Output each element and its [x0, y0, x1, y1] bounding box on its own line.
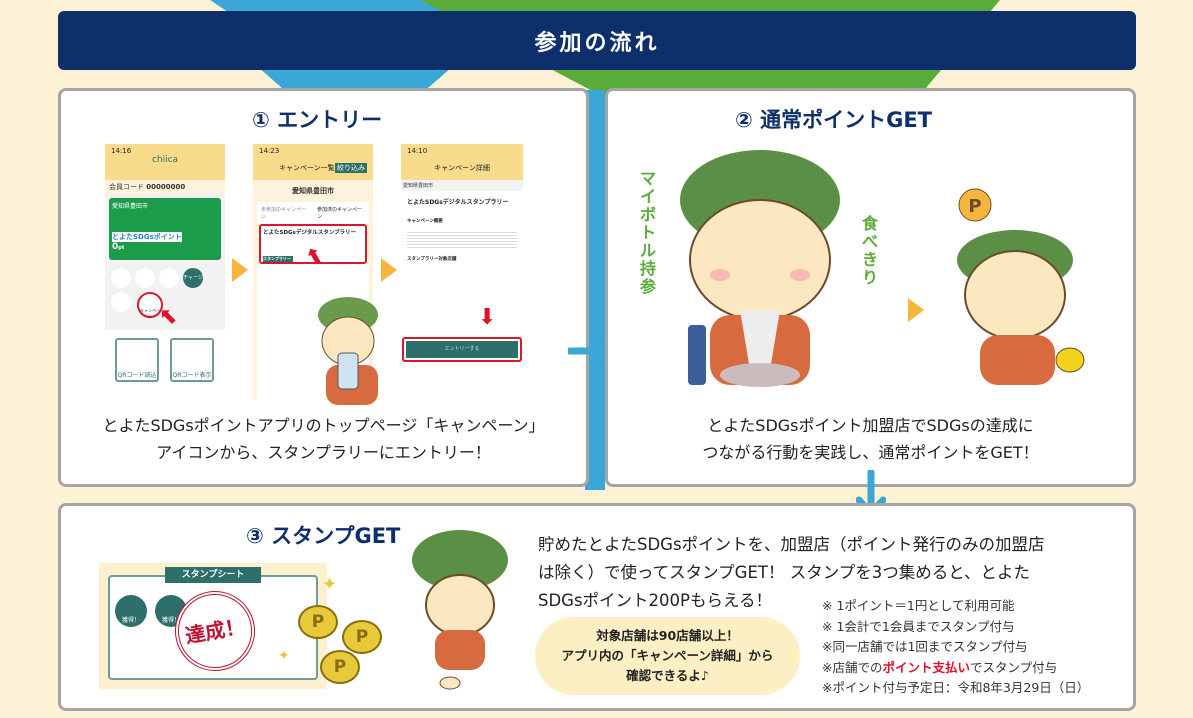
sparkle-icon: ✦ — [322, 574, 338, 595]
step3-main-line1: 貯めたとよたSDGsポイントを、加盟店（ポイント発行のみの加盟店 — [538, 535, 1045, 554]
step3-title: ③ スタンプGET — [246, 524, 401, 548]
entry-button-label: エントリーする — [406, 341, 518, 358]
step1-desc-line1: とよたSDGsポイントアプリのトップページ「キャンペーン」 — [102, 416, 545, 435]
city-label: 愛知県豊田市 — [292, 187, 334, 195]
note-item: ※同一店舗では1回までスタンプ付与 — [822, 639, 1028, 654]
mascot-character-eating — [680, 150, 840, 387]
qr-read-label: QRコード読込 — [117, 372, 157, 379]
qr-read-button[interactable]: QRコード読込 — [115, 338, 159, 382]
note-item: ※店舗でのポイント支払いでスタンプ付与 — [822, 658, 1089, 679]
member-code: 00000000 — [146, 183, 186, 191]
mascot-character-jumping — [412, 530, 508, 690]
card-title: とよたSDGsデジタルスタンプラリー — [263, 230, 357, 236]
points-value: 0 — [112, 242, 119, 252]
mascot-character-phone — [318, 297, 378, 405]
note-item: ※ 1会計で1会員までスタンプ付与 — [822, 618, 1015, 634]
step1-description: とよたSDGsポイントアプリのトップページ「キャンペーン」アイコンから、スタンプ… — [78, 412, 569, 466]
step2-description: とよたSDGsポイント加盟店でSDGsの達成につながる行動を実践し、通常ポイント… — [625, 412, 1116, 466]
svg-text:P: P — [968, 196, 981, 217]
menu-icon-2[interactable] — [135, 268, 155, 288]
step3-main-line2: は除く）で使ってスタンプGET！ スタンプを3つ集めると、とよた — [538, 563, 1031, 582]
city-label: 愛知県豊田市 — [401, 180, 523, 191]
label-tabekiri: 食べきり — [862, 214, 879, 287]
red-arrow-icon: ⬇ — [478, 305, 497, 330]
time: 14:23 — [259, 147, 280, 155]
stamp-label: 獲得！ — [161, 617, 180, 624]
step2-desc-line2: つながる行動を実践し、通常ポイントをGET！ — [702, 443, 1039, 462]
campaign-title: とよたSDGsデジタルスタンプラリー — [407, 199, 509, 206]
next-arrow-icon — [232, 258, 248, 282]
step3-main-line3: SDGsポイント200Pもらえる！ — [538, 591, 773, 610]
speech-bubble: 対象店舗は90店舗以上！ アプリ内の「キャンペーン詳細」から 確認できるよ♪ — [535, 617, 800, 695]
bubble-line3: 確認できるよ♪ — [626, 668, 709, 683]
screen-title: キャンペーン一覧 — [279, 164, 335, 172]
menu-icon-5[interactable] — [111, 292, 131, 312]
app-logo: chiica — [151, 155, 179, 165]
stamp-sheet-label: スタンプシート — [165, 567, 261, 583]
bubble-line1: 対象店舗は90店舗以上！ — [596, 628, 739, 643]
mascot-character-points: P — [957, 188, 1085, 385]
menu-icon-3[interactable] — [159, 268, 179, 288]
menu-icon-1[interactable] — [111, 268, 131, 288]
next-arrow-icon — [381, 258, 397, 282]
member-label: 会員コード — [109, 183, 144, 191]
qr-show-label: QRコード表示 — [172, 372, 212, 379]
time: 14:16 — [111, 147, 132, 155]
stamp-label: 獲得！ — [121, 617, 140, 624]
note-item: ※ 1ポイント＝1円として利用可能 — [822, 598, 1015, 613]
bubble-line2: アプリ内の「キャンペーン詳細」から — [561, 648, 774, 663]
step2-title: ② 通常ポイントGET — [735, 108, 932, 132]
screen-title: キャンペーン詳細 — [434, 164, 490, 172]
achieved-label: 達成！ — [183, 613, 247, 649]
note-item: ※ポイント付与予定日：令和8年3月29日（日） — [822, 680, 1090, 695]
card-city: 愛知県豊田市 — [112, 203, 149, 210]
note4-highlight: ポイント支払い — [882, 659, 970, 675]
card-tag: スタンプラリー — [263, 256, 293, 262]
tab-unjoined[interactable]: 未参加のキャンペーン — [261, 207, 307, 220]
section-stores: スタンプラリー対象店舗 — [407, 257, 457, 262]
time: 14:10 — [407, 147, 428, 155]
campaign-icon-button[interactable]: キャンペーン — [137, 292, 163, 319]
step1-title: ① エントリー — [252, 108, 383, 132]
qr-show-button[interactable]: QRコード表示 — [170, 338, 214, 382]
step3-main-text: 貯めたとよたSDGsポイントを、加盟店（ポイント発行のみの加盟店 は除く）で使っ… — [538, 531, 1045, 615]
label-my-bottle: マイボトル持参 — [640, 169, 657, 296]
card-title: とよたSDGsポイント — [112, 232, 182, 242]
sparkle-icon: ✦ — [278, 648, 290, 664]
section-overview: キャンペーン概要 — [407, 219, 443, 224]
step1-desc-line2: アイコンから、スタンプラリーにエントリー！ — [156, 443, 491, 462]
page-title: 参加の流れ — [58, 11, 1136, 70]
entry-button[interactable]: エントリーする — [402, 337, 522, 362]
tab-joined[interactable]: 参加済のキャンペーン — [317, 207, 363, 220]
note4-pre: ※店舗での — [822, 659, 883, 675]
stamp-icon: 獲得！ — [115, 595, 147, 627]
step2-desc-line1: とよたSDGsポイント加盟店でSDGsの達成に — [707, 416, 1034, 435]
campaign-card[interactable]: とよたSDGsデジタルスタンプラリースタンプラリー — [259, 224, 367, 264]
charge-button[interactable]: チャージ — [183, 268, 203, 288]
phone-screen-home: 14:16 chiica 会員コード 00000000 愛知県豊田市 とよたSDG… — [105, 144, 225, 330]
coin-icon: P — [298, 605, 338, 639]
next-arrow-icon — [908, 298, 924, 322]
coin-icon: P — [320, 650, 360, 684]
coin-icon: P — [342, 620, 382, 654]
point-card[interactable]: 愛知県豊田市 とよたSDGsポイント 0pt — [109, 198, 221, 260]
note4-post: でスタンプ付与 — [970, 659, 1058, 675]
notes-list: ※ 1ポイント＝1円として利用可能 ※ 1会計で1会員までスタンプ付与 ※同一店… — [822, 596, 1089, 699]
points-unit: pt — [118, 245, 125, 251]
filter-button[interactable]: 絞り込み — [335, 163, 367, 173]
